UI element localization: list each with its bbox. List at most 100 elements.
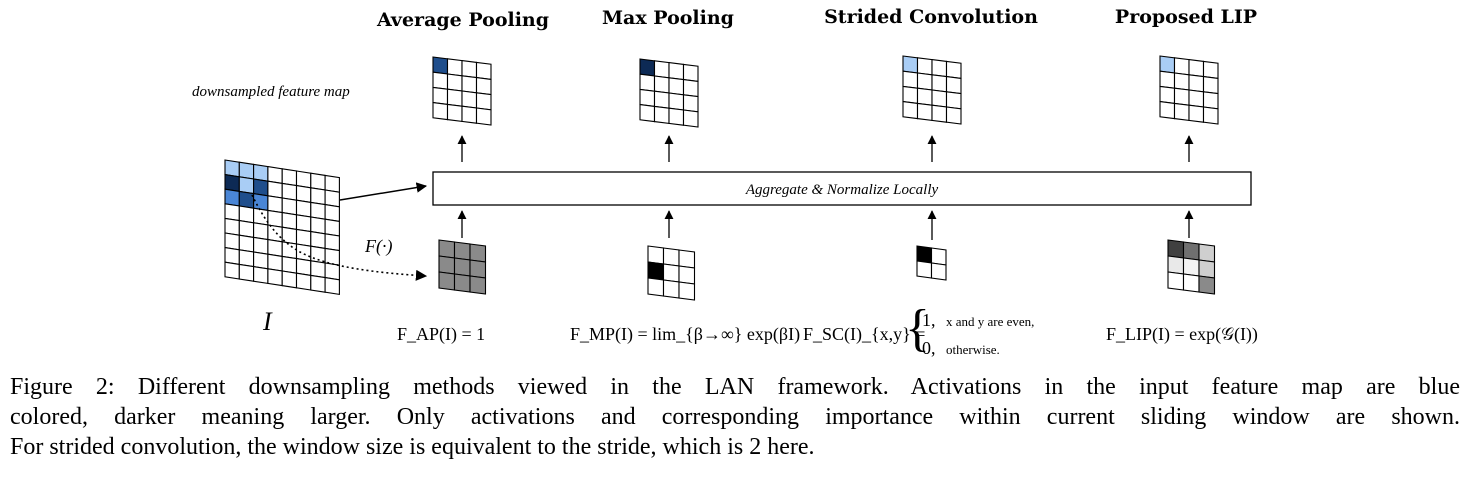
grid-cell	[310, 201, 326, 220]
grid-cell	[446, 58, 463, 77]
grid-cell	[253, 163, 269, 182]
grid-cell	[1188, 104, 1205, 123]
input-symbol-label: I	[262, 307, 273, 336]
grid-cell	[475, 76, 492, 96]
grid-cell	[469, 275, 487, 295]
grid-cell	[668, 92, 685, 111]
grid-cell	[902, 100, 919, 120]
grid-cell	[310, 274, 326, 293]
grid-cell	[916, 57, 933, 76]
grid-cell	[461, 59, 478, 79]
grid-cell	[1173, 72, 1190, 91]
caption-line-2: colored, darker meaning larger. Only act…	[10, 404, 1460, 430]
output-grid-average-pooling	[432, 56, 492, 126]
grid-cell	[668, 61, 685, 81]
grid-cell	[267, 238, 283, 258]
lan-diagram: Average Pooling Max Pooling Strided Conv…	[192, 6, 1258, 358]
grid-cell	[310, 216, 326, 235]
grid-cell	[668, 107, 685, 126]
grid-cell	[438, 255, 456, 275]
output-grid-max-pooling	[639, 58, 699, 128]
grid-cell	[324, 218, 340, 237]
svg-text:F_LIP(I) = exp(𝒢(I)): F_LIP(I) = exp(𝒢(I))	[1106, 324, 1258, 345]
grid-cell	[1159, 100, 1176, 120]
input-feature-map	[224, 159, 340, 296]
grid-cell	[1202, 91, 1219, 110]
formula-max-pooling: F_MP(I) = lim_{β→∞} exp(βI)	[570, 324, 800, 345]
grid-cell	[238, 161, 255, 180]
grid-cell	[1173, 57, 1190, 76]
grid-cell	[931, 74, 948, 93]
grid-cell	[639, 73, 656, 92]
grid-cell	[238, 190, 255, 209]
grid-cell	[653, 60, 670, 79]
grid-cell	[1202, 60, 1219, 80]
downsampled-feature-map-label: downsampled feature map	[192, 84, 350, 100]
grid-cell	[678, 265, 696, 285]
grid-cell	[253, 236, 269, 255]
grid-cell	[267, 224, 283, 243]
grid-cell	[647, 277, 665, 297]
output-grid-proposed-lip	[1159, 55, 1219, 125]
grid-cell	[324, 233, 340, 252]
grid-cell	[1182, 273, 1200, 293]
grid-cell	[931, 89, 948, 108]
grid-cell	[224, 217, 240, 236]
title-proposed-lip: Proposed LIP	[1115, 6, 1257, 28]
grid-cell	[295, 272, 312, 291]
grid-cell	[682, 94, 699, 113]
grid-cell	[224, 246, 240, 266]
grid-cell	[475, 107, 492, 126]
grid-cell	[1202, 75, 1219, 95]
grid-cell	[916, 245, 933, 264]
grid-cell	[253, 222, 269, 241]
grid-cell	[310, 187, 326, 206]
grid-cell	[281, 255, 298, 274]
grid-cell	[653, 90, 670, 109]
formula-strided-convolution: F_SC(I)_{x,y} = { 1, x and y are even, 0…	[803, 300, 1034, 358]
grid-cell	[267, 253, 283, 272]
svg-text:otherwise.: otherwise.	[946, 342, 1000, 357]
grid-cell	[295, 214, 312, 233]
output-grid-strided-convolution	[902, 55, 962, 125]
importance-map-average-pooling	[438, 239, 487, 295]
grid-cell	[916, 102, 933, 122]
grid-cell	[253, 265, 269, 285]
grid-cell	[469, 259, 487, 279]
grid-cell	[281, 197, 298, 216]
grid-cell	[682, 109, 699, 128]
grid-cell	[916, 87, 933, 106]
grid-cell	[453, 257, 471, 277]
grid-cell	[1159, 55, 1176, 74]
grid-cell	[281, 182, 298, 201]
grid-cell	[916, 72, 933, 91]
grid-cell	[1167, 255, 1185, 275]
grid-cell	[295, 257, 312, 277]
grid-cell	[295, 243, 312, 262]
caption-line-1: Figure 2: Different downsampling methods…	[10, 374, 1460, 400]
grid-cell	[253, 251, 269, 270]
grid-cell	[1198, 243, 1216, 263]
importance-map-strided-convolution	[916, 245, 947, 281]
importance-function-label: F(·)	[364, 236, 392, 257]
grid-cell	[324, 276, 340, 296]
grid-cell	[432, 71, 449, 90]
grid-cell	[461, 105, 478, 124]
arrow-input-to-box	[339, 182, 428, 201]
grid-cell	[295, 170, 312, 189]
grid-cell	[224, 232, 240, 251]
title-max-pooling: Max Pooling	[602, 7, 734, 29]
grid-cell	[453, 241, 471, 261]
cases-brace: {	[905, 300, 930, 357]
title-average-pooling: Average Pooling	[376, 9, 549, 31]
grid-cell	[647, 261, 665, 281]
grid-cell	[662, 263, 680, 283]
svg-text:F_MP(I) = lim_{β→∞} exp(βI): F_MP(I) = lim_{β→∞} exp(βI)	[570, 324, 800, 345]
grid-cell	[1182, 241, 1200, 261]
title-strided-convolution: Strided Convolution	[824, 6, 1038, 28]
grid-cell	[682, 78, 699, 98]
svg-text:x and y are even,: x and y are even,	[946, 314, 1034, 329]
grid-cell	[678, 249, 696, 269]
grid-cell	[310, 230, 326, 250]
grid-cell	[295, 228, 312, 247]
